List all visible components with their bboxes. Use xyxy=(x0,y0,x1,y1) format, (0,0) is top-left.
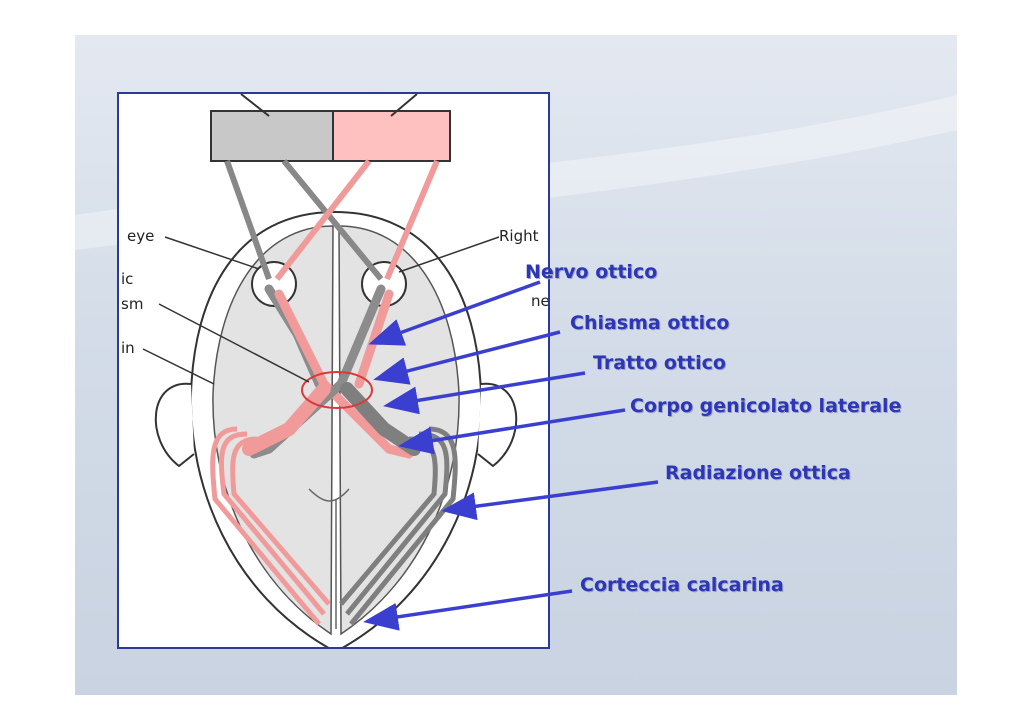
fragment-ne: ne xyxy=(531,292,550,310)
fragment-sm: sm xyxy=(121,295,144,313)
brain-diagram xyxy=(142,94,518,647)
left-ear xyxy=(154,382,195,468)
label-corteccia-calcarina: Corteccia calcarina xyxy=(580,574,784,596)
fragment-right: Right xyxy=(499,227,539,245)
label-chiasma-ottico: Chiasma ottico xyxy=(570,312,730,334)
fragment-in: in xyxy=(121,339,135,357)
fragment-ic: ic xyxy=(121,270,134,288)
chiasm-highlight xyxy=(301,371,373,409)
label-nervo-ottico: Nervo ottico xyxy=(525,261,658,283)
right-ear xyxy=(477,382,518,468)
label-radiazione-ottica: Radiazione ottica xyxy=(665,462,851,484)
left-visual-field xyxy=(210,110,334,162)
fragment-eye: eye xyxy=(127,227,155,245)
label-tratto-ottico: Tratto ottico xyxy=(593,352,726,374)
visual-pathway-figure: eye Right ic sm in ne xyxy=(117,92,550,649)
right-visual-field xyxy=(332,110,451,162)
label-corpo-genicolato-laterale: Corpo genicolato laterale xyxy=(630,395,902,417)
left-optic-radiation xyxy=(218,431,326,616)
